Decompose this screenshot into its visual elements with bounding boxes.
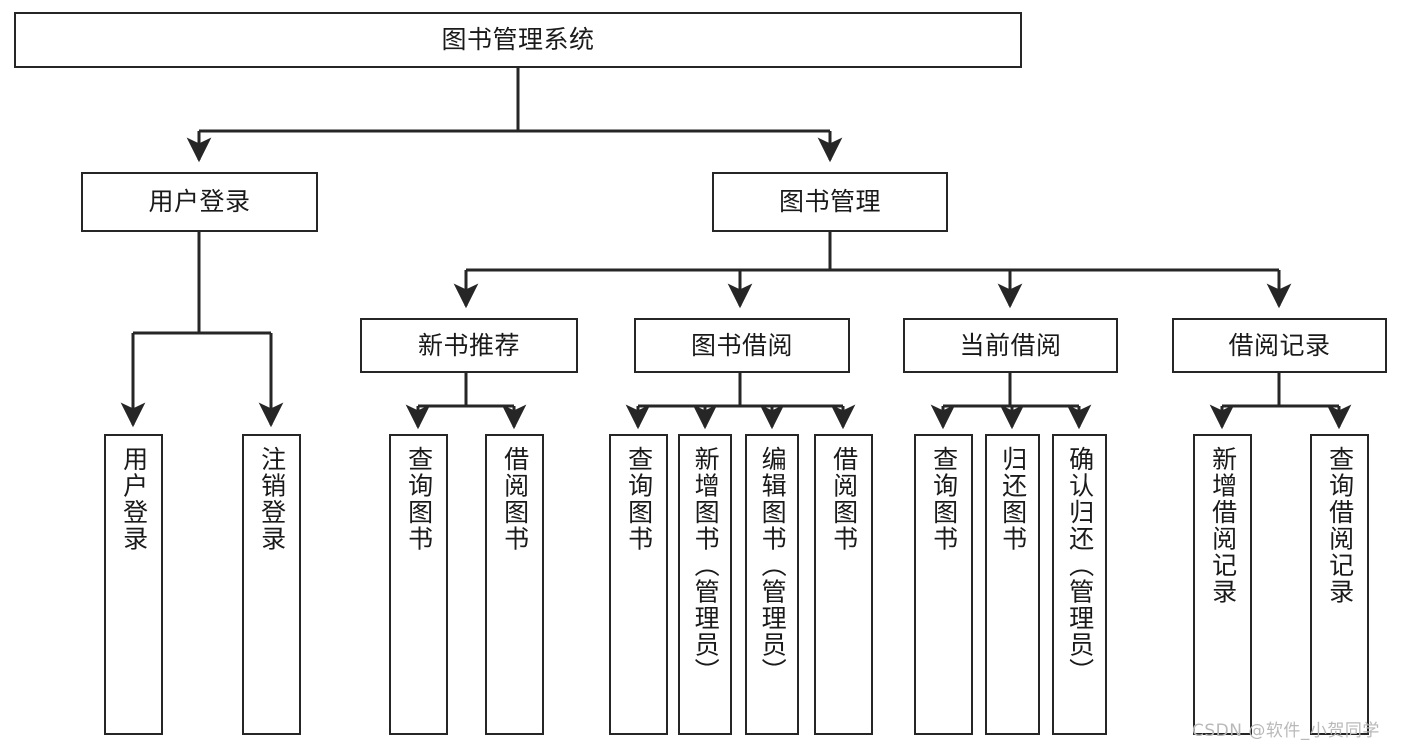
node-user-login[interactable]: 用户登录: [81, 172, 318, 232]
csdn-watermark: CSDN @软件_小贺同学: [1192, 721, 1380, 741]
node-book-borrow[interactable]: 图书借阅: [634, 318, 850, 373]
node-book-management[interactable]: 图书管理: [712, 172, 948, 232]
node-label: 借阅图书: [500, 446, 530, 552]
node-label: 确认归还（管理员）: [1065, 446, 1095, 685]
node-label: 新增借阅记录: [1208, 446, 1238, 605]
leaf-new-book-borrow[interactable]: 借阅图书: [485, 434, 544, 735]
node-label: 查询图书: [624, 446, 654, 552]
node-label: 当前借阅: [959, 330, 1062, 360]
node-new-book-recommend[interactable]: 新书推荐: [360, 318, 578, 373]
node-borrow-record[interactable]: 借阅记录: [1172, 318, 1387, 373]
leaf-current-borrow-return[interactable]: 归还图书: [985, 434, 1040, 735]
node-label: 新书推荐: [417, 330, 520, 360]
leaf-user-login-logout[interactable]: 注销登录: [242, 434, 301, 735]
node-root-system[interactable]: 图书管理系统: [14, 12, 1022, 68]
node-label: 图书借阅: [690, 330, 793, 360]
leaf-borrow-record-query[interactable]: 查询借阅记录: [1310, 434, 1369, 735]
leaf-borrow-record-add[interactable]: 新增借阅记录: [1193, 434, 1252, 735]
leaf-book-borrow-borrow[interactable]: 借阅图书: [814, 434, 873, 735]
node-label: 借阅图书: [829, 446, 859, 552]
node-label: 用户登录: [119, 446, 149, 552]
node-label: 用户登录: [148, 187, 251, 217]
node-label: 图书管理系统: [441, 25, 595, 55]
node-label: 查询图书: [404, 446, 434, 552]
leaf-book-borrow-query[interactable]: 查询图书: [609, 434, 668, 735]
leaf-book-borrow-add[interactable]: 新增图书（管理员）: [678, 434, 732, 735]
node-label: 查询图书: [929, 446, 959, 552]
leaf-current-borrow-query[interactable]: 查询图书: [914, 434, 973, 735]
leaf-user-login-login[interactable]: 用户登录: [104, 434, 163, 735]
leaf-new-book-query[interactable]: 查询图书: [389, 434, 448, 735]
node-label: 归还图书: [998, 446, 1028, 552]
leaf-current-borrow-confirm-return[interactable]: 确认归还（管理员）: [1052, 434, 1107, 735]
node-label: 新增图书（管理员）: [691, 446, 721, 685]
node-label: 图书管理: [778, 187, 881, 217]
node-label: 注销登录: [257, 446, 287, 552]
node-label: 借阅记录: [1228, 330, 1331, 360]
node-current-borrow[interactable]: 当前借阅: [903, 318, 1118, 373]
node-label: 编辑图书（管理员）: [758, 446, 788, 685]
node-label: 查询借阅记录: [1325, 446, 1355, 605]
leaf-book-borrow-edit[interactable]: 编辑图书（管理员）: [745, 434, 799, 735]
